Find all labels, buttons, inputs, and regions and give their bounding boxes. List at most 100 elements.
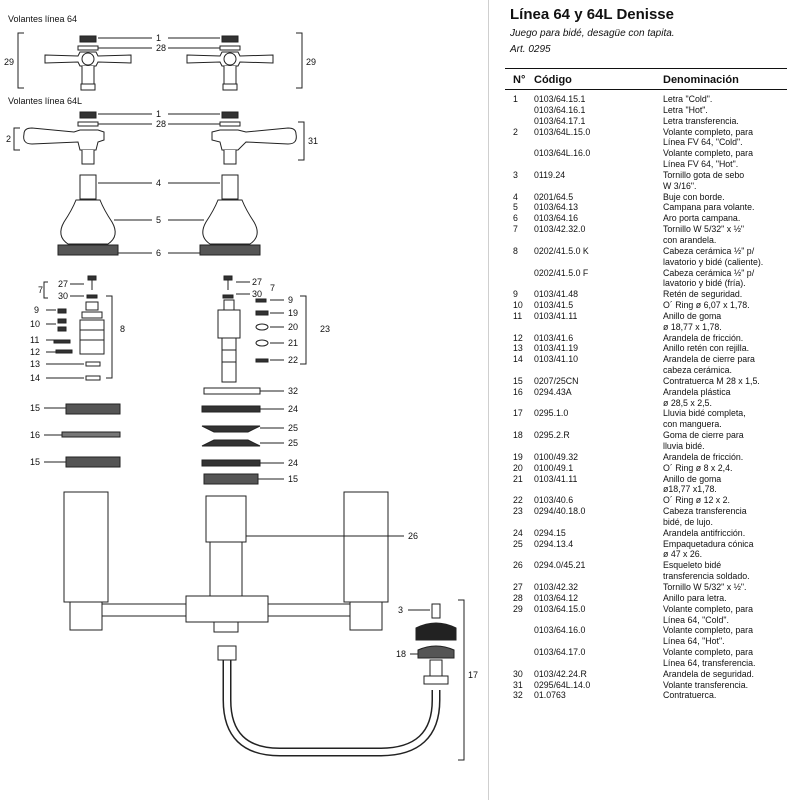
part-number: 8 (513, 245, 518, 256)
part-description: W 3/16". (663, 180, 697, 191)
table-row: Línea 64, transferencia. (505, 658, 795, 669)
callout: 30 (58, 291, 68, 301)
part-number: 30 (513, 668, 523, 679)
column-header-number: N° (513, 74, 526, 86)
table-row: cabeza cerámica. (505, 365, 795, 376)
part-number: 10 (513, 300, 523, 311)
part-description: O´ Ring ø 6,07 x 1,78. (663, 300, 750, 311)
table-row: ø 18,77 x 1,78. (505, 322, 795, 333)
part-code: 0295/64L.14.0 (534, 679, 591, 690)
part-description: Lluvia bidé completa, (663, 408, 746, 419)
part-number: 28 (513, 592, 523, 603)
part-code: 0103/64.15.0 (534, 603, 586, 614)
part-description: Línea 64, "Hot". (663, 636, 725, 647)
callout: 18 (396, 649, 406, 659)
column-header-description: Denominación (663, 74, 739, 86)
part-description: Anillo de goma (663, 310, 722, 321)
part-description: Esqueleto bidé (663, 560, 722, 571)
part-code: 0103/41.6 (534, 332, 574, 343)
page-subtitle: Juego para bidé, desagüe con tapita. (510, 28, 675, 39)
part-number: 27 (513, 581, 523, 592)
callout: 6 (156, 248, 161, 258)
part-number: 6 (513, 213, 518, 224)
table-row: Línea 64, "Hot". (505, 636, 795, 647)
table-row: bidé, de lujo. (505, 517, 795, 528)
table-row: Línea FV 64, "Hot". (505, 159, 795, 170)
callout: 28 (156, 43, 166, 53)
part-description: lluvia bidé. (663, 441, 705, 451)
callout: 32 (288, 386, 298, 396)
part-description: ø 28,5 x 2,5. (663, 397, 712, 408)
exploded-parts-diagram: Volantes línea 64 Volantes línea 64L 1 2… (4, 14, 478, 761)
part-code: 0294.43A (534, 386, 572, 397)
part-description: Campana para volante. (663, 202, 755, 213)
part-description: Línea 64, transferencia. (663, 657, 756, 668)
section-label-64: Volantes línea 64 (8, 14, 77, 24)
part-code: 0295.2.R (534, 430, 570, 441)
part-description: cabeza cerámica. (663, 365, 732, 376)
part-description: Cabeza cerámica ½" p/ (663, 267, 755, 278)
part-code: 0103/64.17.0 (534, 647, 586, 658)
part-description: Arandela de seguridad. (663, 668, 754, 679)
part-code: 0103/41.48 (534, 289, 579, 300)
table-header-rule (505, 89, 787, 90)
table-row: 0202/41.5.0 F Cabeza cerámica ½" p/ (505, 268, 795, 279)
part-description: Arandela de fricción. (663, 332, 744, 343)
part-code: 0100/49.1 (534, 462, 574, 473)
part-description: Empaquetadura cónica (663, 538, 754, 549)
bidet-body (63, 491, 402, 633)
part-code: 0103/41.19 (534, 343, 579, 354)
table-top-rule (505, 68, 787, 69)
part-code: 0103/42.24.R (534, 668, 587, 679)
part-code: 0103/64.13 (534, 202, 579, 213)
part-description: Línea FV 64, "Hot". (663, 159, 739, 170)
column-header-code: Código (534, 74, 572, 86)
callout: 7 (270, 283, 275, 293)
table-row: ø 47 x 26. (505, 549, 795, 560)
table-row: lavatorio y bidé (fría). (505, 278, 795, 289)
callout: 12 (30, 347, 40, 357)
hand-shower-assembly (217, 599, 465, 761)
part-code: 0103/64.17.1 (534, 115, 586, 126)
part-description: Volante transferencia. (663, 679, 749, 690)
part-description: Volante completo, para (663, 603, 753, 614)
part-description: Arandela de fricción. (663, 451, 744, 462)
part-description: con arandela. (663, 234, 717, 245)
part-description: Cabeza transferencia (663, 506, 747, 517)
table-row: lluvia bidé. (505, 441, 795, 452)
part-number: 20 (513, 462, 523, 473)
part-code: 0202/41.5.0 K (534, 245, 589, 256)
part-code: 0294.0/45.21 (534, 560, 586, 571)
part-number: 15 (513, 375, 523, 386)
callout: 9 (288, 295, 293, 305)
callout: 4 (156, 178, 161, 188)
callout: 22 (288, 355, 298, 365)
callout: 15 (30, 403, 40, 413)
part-number: 17 (513, 408, 523, 419)
part-description: Línea 64, "Cold". (663, 614, 729, 625)
part-description: Volante completo, para (663, 625, 753, 636)
callout: 29 (306, 57, 316, 67)
callout: 25 (288, 438, 298, 448)
part-description: Tornillo gota de sebo (663, 169, 745, 180)
callout: 29 (4, 57, 14, 67)
part-description: Cabeza cerámica ½" p/ (663, 245, 755, 256)
part-code: 0202/41.5.0 F (534, 267, 589, 278)
callout: 30 (252, 289, 262, 299)
part-description: Aro porta campana. (663, 213, 741, 224)
part-number: 26 (513, 560, 523, 571)
part-code: 0119.24 (534, 169, 566, 180)
